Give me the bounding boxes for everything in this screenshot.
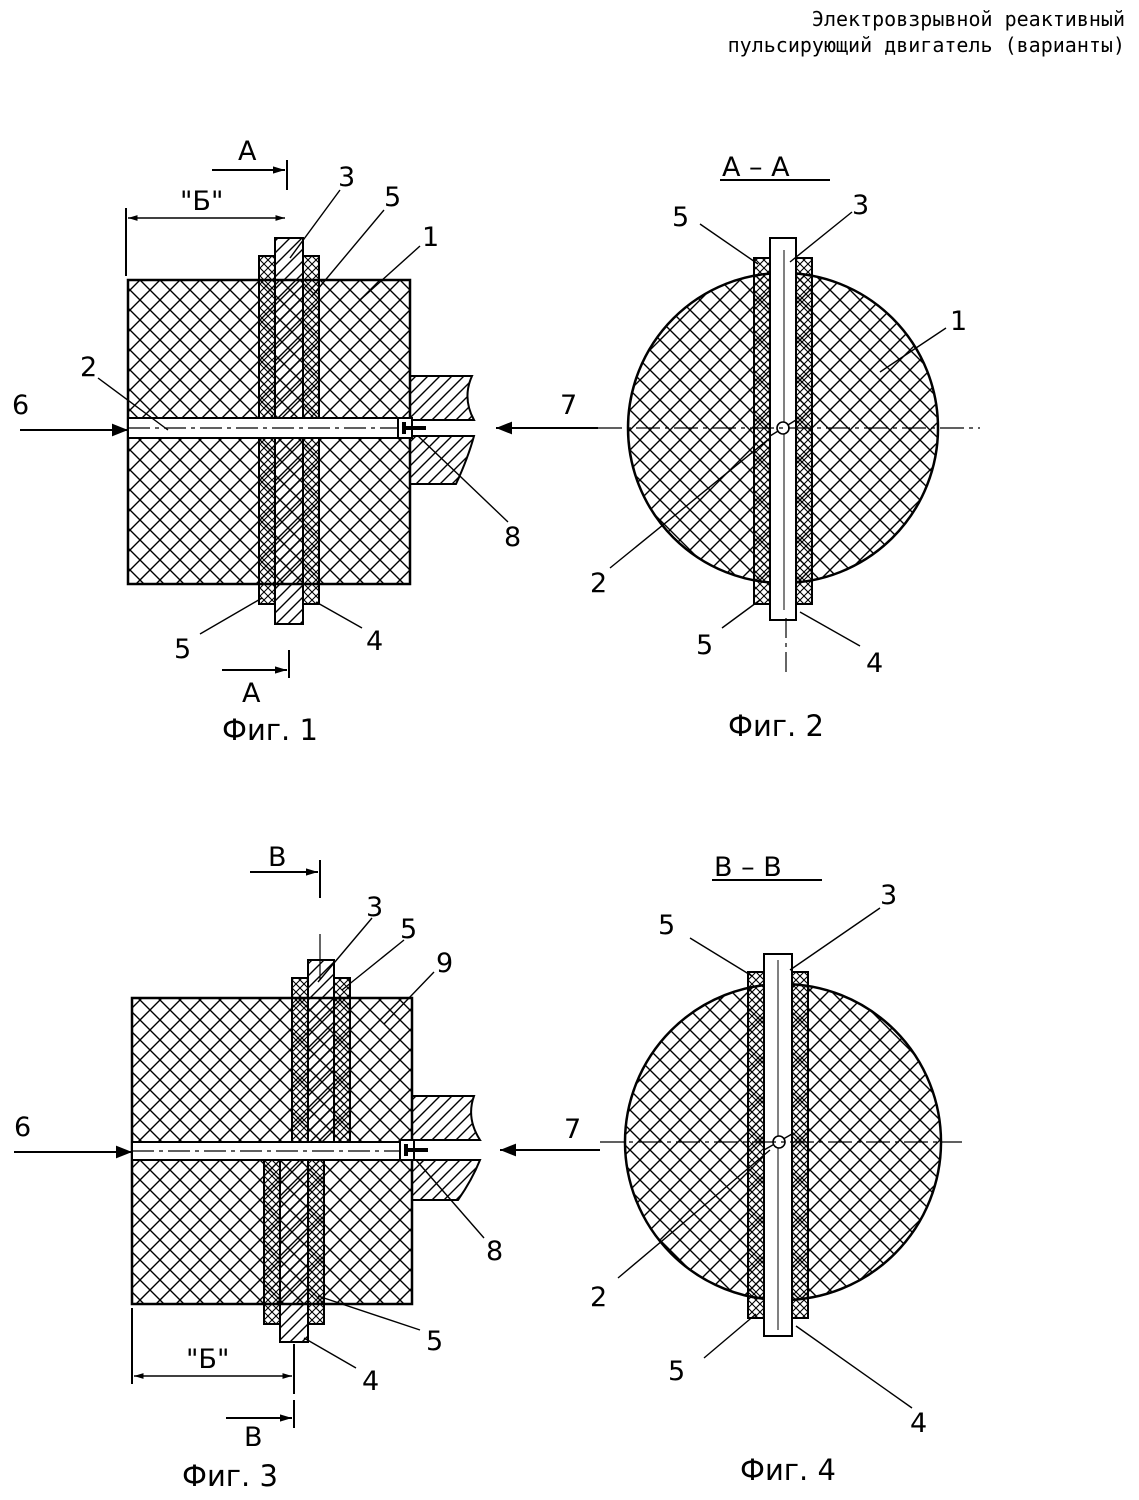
label-6-fig3: 6 [14,1112,31,1143]
caption-fig-4: Фиг. 4 [740,1453,836,1487]
label-4-fig2: 4 [866,648,883,679]
title-line-1: Электровзрывной реактивный [811,7,1125,31]
label-6: 6 [12,390,29,421]
drawing-title-block: Электровзрывной реактивный пульсирующий … [728,6,1125,58]
caption-fig-1: Фиг. 1 [222,713,318,747]
label-5-fig4: 5 [658,910,675,941]
label-5b-fig4: 5 [668,1356,685,1387]
label-5b-fig3: 5 [426,1326,443,1357]
label-3-fig4: 3 [880,880,897,911]
label-2-fig4: 2 [590,1282,607,1313]
dimension-b-1: "Б" [180,186,223,217]
label-9-fig3: 9 [436,948,453,979]
section-mark-a-top: А [238,136,257,167]
label-8-fig3: 8 [486,1236,503,1267]
label-2-fig2: 2 [590,568,607,599]
section-mark-b-bottom: В [244,1422,263,1453]
label-3-fig2: 3 [852,190,869,221]
section-mark-a-bottom: А [242,678,261,709]
label-4-fig3: 4 [362,1366,379,1397]
nozzle-8 [409,375,476,485]
label-5b-fig2: 5 [696,630,713,661]
label-5: 5 [384,182,401,213]
section-title-a-a: А – А [722,152,790,183]
electrode-3-fig3 [307,959,335,1143]
title-line-2: пульсирующий двигатель (варианты) [727,33,1125,57]
label-1-fig2: 1 [950,306,967,337]
electrode-4-fig3 [279,1157,309,1343]
label-5-bottom: 5 [174,634,191,665]
section-title-b-b: В – В [714,852,782,883]
section-mark-b-top: В [268,842,287,873]
figure-2: А – А 5 3 1 7 2 5 4 Фиг. 2 [560,152,980,743]
label-3-fig3: 3 [366,892,383,923]
label-3: 3 [338,162,355,193]
label-8: 8 [504,522,521,553]
label-4: 4 [366,626,383,657]
label-2: 2 [80,352,97,383]
figure-1: А А "Б" 3 5 1 2 6 8 5 4 Фиг. 1 [12,136,598,747]
label-5-fig3: 5 [400,914,417,945]
figure-3: В В "Б" 3 5 9 6 8 5 4 Фиг. 3 [14,842,600,1493]
label-7-fig2: 7 [560,390,577,421]
figure-4: В – В 5 3 7 2 5 4 Фиг. 4 [564,852,962,1487]
dimension-b-3: "Б" [186,1344,229,1375]
label-1: 1 [422,222,439,253]
label-5-fig2: 5 [672,202,689,233]
label-7-fig4: 7 [564,1114,581,1145]
caption-fig-3: Фиг. 3 [182,1459,278,1493]
label-4-fig4: 4 [910,1408,927,1439]
caption-fig-2: Фиг. 2 [728,709,824,743]
